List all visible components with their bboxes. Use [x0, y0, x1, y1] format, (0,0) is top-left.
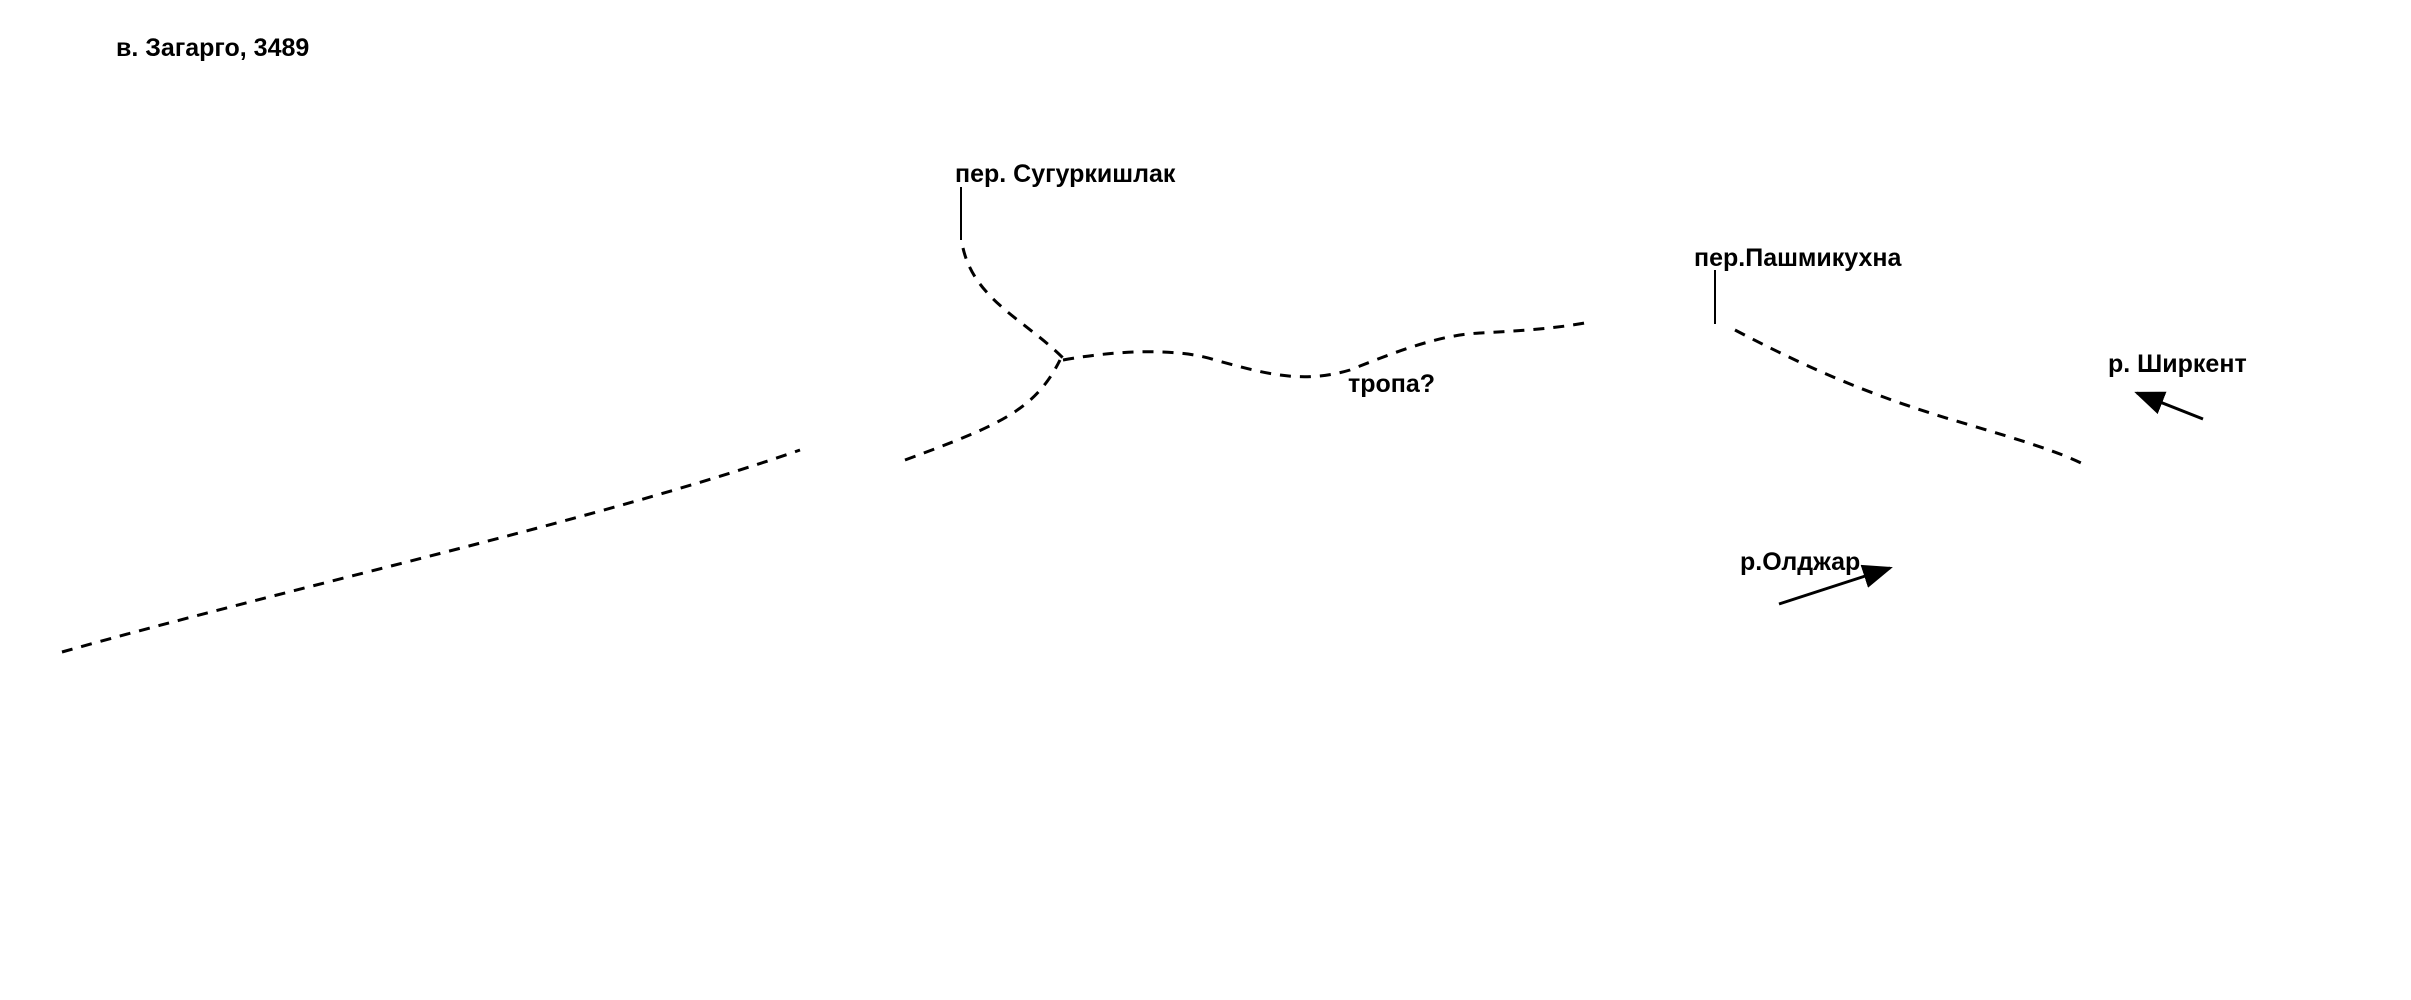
river-shirkent-flow-arrow	[2134, 391, 2204, 421]
village-label: в. Загарго, 3489	[116, 34, 309, 62]
trail-segment-west	[61, 448, 801, 654]
trail-question-label: тропа?	[1348, 370, 1435, 398]
river-oldzhar-flow-arrow	[1778, 564, 1893, 606]
trail-from-pass-sugurkishlak	[961, 247, 1065, 360]
pass-pashmikukhna-label: пер.Пашмикухна	[1694, 244, 1903, 272]
trail-segment-east	[1062, 320, 1591, 379]
trail-from-pass-pashmikukhna	[1734, 328, 2086, 467]
trail-segment-to-junction	[904, 359, 1062, 462]
pass-sugurkishlak-label: пер. Сугуркишлак	[955, 160, 1176, 188]
river-oldzhar-label: р.Олджар	[1740, 548, 1860, 576]
river-shirkent-label: р. Ширкент	[2108, 350, 2247, 378]
